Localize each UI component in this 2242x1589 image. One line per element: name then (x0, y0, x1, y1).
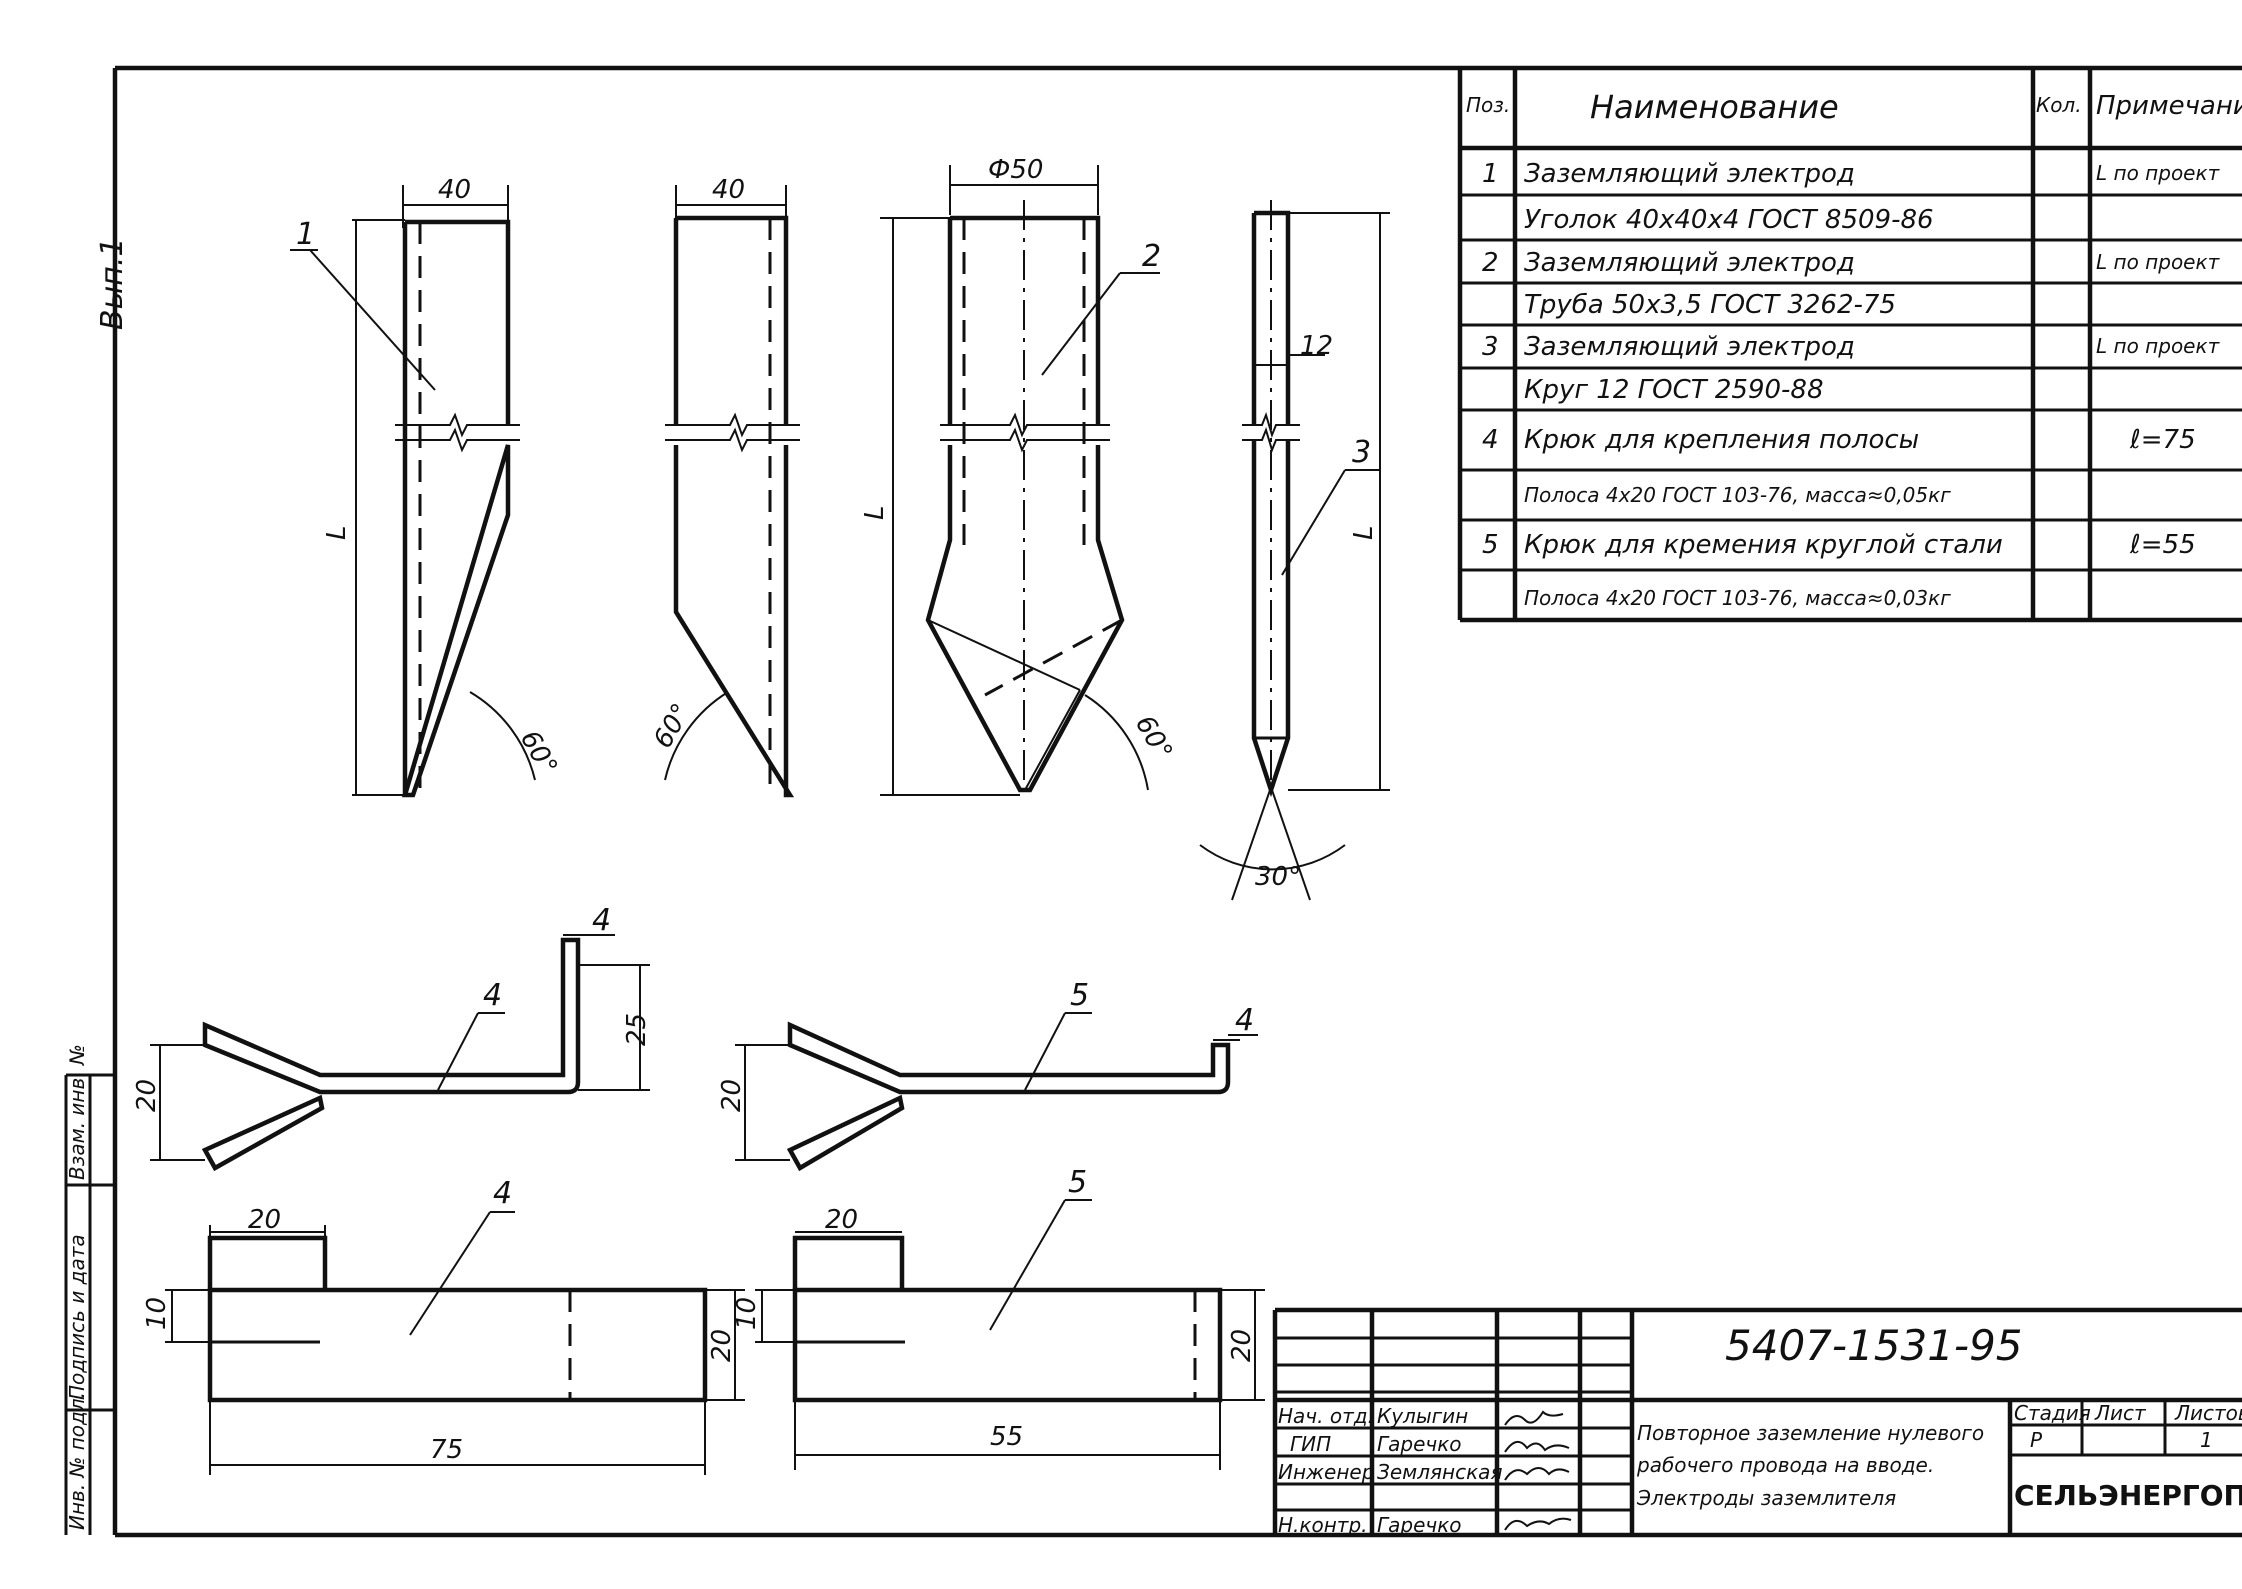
sheet-number-label: Вып.1 (95, 237, 130, 330)
angle-e1: 60° (514, 726, 563, 781)
dim-h4-fork: 20 (132, 1079, 162, 1112)
electrode-1-side: 40 60° (648, 175, 800, 798)
electrode-2-pipe: Ф50 L 60° 2 (860, 155, 1178, 796)
callout-2: 2 (1142, 239, 1161, 274)
row-pos: 4 (1482, 425, 1499, 455)
person-name: Землянская (1377, 1460, 1502, 1484)
row-name: Полоса 4x20 ГОСТ 103-76, масса≈0,05кг (1524, 483, 1951, 507)
person-name: Кулыгин (1377, 1404, 1468, 1428)
spec-table: Поз. Наименование Кол. Примечани 1 Зазем… (1457, 65, 2242, 623)
callout-3: 3 (1352, 435, 1371, 470)
callout-h5: 5 (1070, 978, 1089, 1013)
stamp-inv-dup: Взам. инв. № (65, 1044, 89, 1180)
electrode-1-angle: 40 L 60° 1 (290, 175, 563, 798)
title-line-2: рабочего провода на вводе. (1636, 1453, 1934, 1477)
row-pos: 5 (1482, 530, 1499, 560)
row-name: Крюк для кремения круглой стали (1524, 530, 2003, 560)
doc-code: 5407-1531-95 (1725, 1321, 2023, 1370)
stamp-sign-date: Подпись и дата (65, 1234, 89, 1400)
strip-4: 20 10 20 75 4 (142, 1176, 745, 1475)
sheets-label: Листов (2174, 1401, 2242, 1425)
person-name: Гаречко (1377, 1432, 1462, 1456)
dim-e1-width: 40 (438, 175, 471, 205)
th-pos: Поз. (1466, 93, 1510, 117)
dim-h4-height: 25 (622, 1013, 652, 1046)
row-name: Заземляющий электрод (1524, 159, 1855, 189)
dim-e1-length: L (322, 526, 352, 541)
angle-e3: 30° (1255, 862, 1301, 892)
sheet-label: Лист (2094, 1401, 2147, 1425)
dim-h5-fork: 20 (717, 1079, 747, 1112)
dim-s4-width: 20 (707, 1329, 737, 1362)
dim-e1b-width: 40 (712, 175, 745, 205)
th-qty: Кол. (2036, 93, 2082, 117)
row-note: ℓ=75 (2129, 425, 2196, 455)
callout-h4: 4 (483, 978, 502, 1013)
row-name: Заземляющий электрод (1524, 248, 1855, 278)
row-name: Круг 12 ГОСТ 2590-88 (1524, 375, 1824, 405)
dim-e3-width: 12 (1300, 331, 1333, 361)
title-line-3: Электроды заземлителя (1636, 1486, 1896, 1510)
hook-4: 20 25 4 4 (132, 903, 652, 1172)
person-role: Н.контр. (1278, 1513, 1368, 1537)
person-role: ГИП (1290, 1432, 1331, 1456)
electrode-3-rod: 12 L 30° 3 (1199, 200, 1390, 901)
callout-s4: 4 (493, 1176, 512, 1211)
dim-h5-thickness: 4 (1235, 1003, 1254, 1038)
left-stamp: Инв. № подл. Подпись и дата Взам. инв. № (64, 1044, 115, 1535)
stage-value: Р (2030, 1428, 2043, 1452)
title-line-1: Повторное заземление нулевого (1637, 1421, 1984, 1445)
dim-h4-thickness: 4 (592, 903, 611, 938)
person-role: Нач. отд. (1278, 1404, 1374, 1428)
person-role: Инженер (1278, 1460, 1374, 1484)
person-name: Гаречко (1377, 1513, 1462, 1537)
angle-e2: 60° (1129, 711, 1178, 766)
dim-e2-width: Ф50 (988, 155, 1043, 185)
row-note: L по проект (2096, 161, 2221, 185)
row-note: ℓ=55 (2129, 530, 2196, 560)
th-note: Примечани (2096, 91, 2242, 121)
row-note: L по проект (2096, 334, 2221, 358)
row-pos: 3 (1482, 332, 1499, 362)
strip-5: 20 10 20 55 5 (732, 1165, 1265, 1470)
row-name: Крюк для крепления полосы (1524, 425, 1919, 455)
dim-e2-length: L (860, 506, 890, 521)
organization: СЕЛЬЭНЕРГОПРОЕ (2014, 1479, 2242, 1512)
sheet-frame (112, 65, 2242, 1538)
row-name: Полоса 4x20 ГОСТ 103-76, масса≈0,03кг (1524, 586, 1951, 610)
title-block: 5407-1531-95 Нач. отд. Кулыгин ГИП Гареч… (1272, 1307, 2242, 1537)
signatures (1504, 1410, 1572, 1531)
sheets-value: 1 (2200, 1428, 2213, 1452)
dim-s4-cut: 10 (142, 1297, 172, 1330)
callout-1: 1 (296, 217, 315, 252)
hook-5: 20 4 5 (717, 978, 1258, 1172)
row-pos: 1 (1482, 159, 1499, 189)
dim-s5-width: 20 (1227, 1329, 1257, 1362)
dim-s5-length: 55 (990, 1422, 1023, 1452)
dim-s5-tab: 20 (825, 1205, 858, 1235)
callout-s5: 5 (1068, 1165, 1087, 1200)
dim-s5-cut: 10 (732, 1297, 762, 1330)
row-name: Заземляющий электрод (1524, 332, 1855, 362)
stage-label: Стадия (2014, 1401, 2091, 1425)
row-pos: 2 (1482, 248, 1499, 278)
row-name: Труба 50x3,5 ГОСТ 3262-75 (1524, 290, 1896, 320)
dim-s4-tab: 20 (248, 1205, 281, 1235)
th-name: Наименование (1590, 88, 1839, 126)
angle-e1b: 60° (648, 699, 697, 754)
stamp-inv-orig: Инв. № подл. (65, 1392, 89, 1530)
row-name: Уголок 40x40x4 ГОСТ 8509-86 (1524, 205, 1934, 235)
row-note: L по проект (2096, 250, 2221, 274)
dim-s4-length: 75 (430, 1435, 463, 1465)
dim-e3-length: L (1349, 526, 1379, 541)
